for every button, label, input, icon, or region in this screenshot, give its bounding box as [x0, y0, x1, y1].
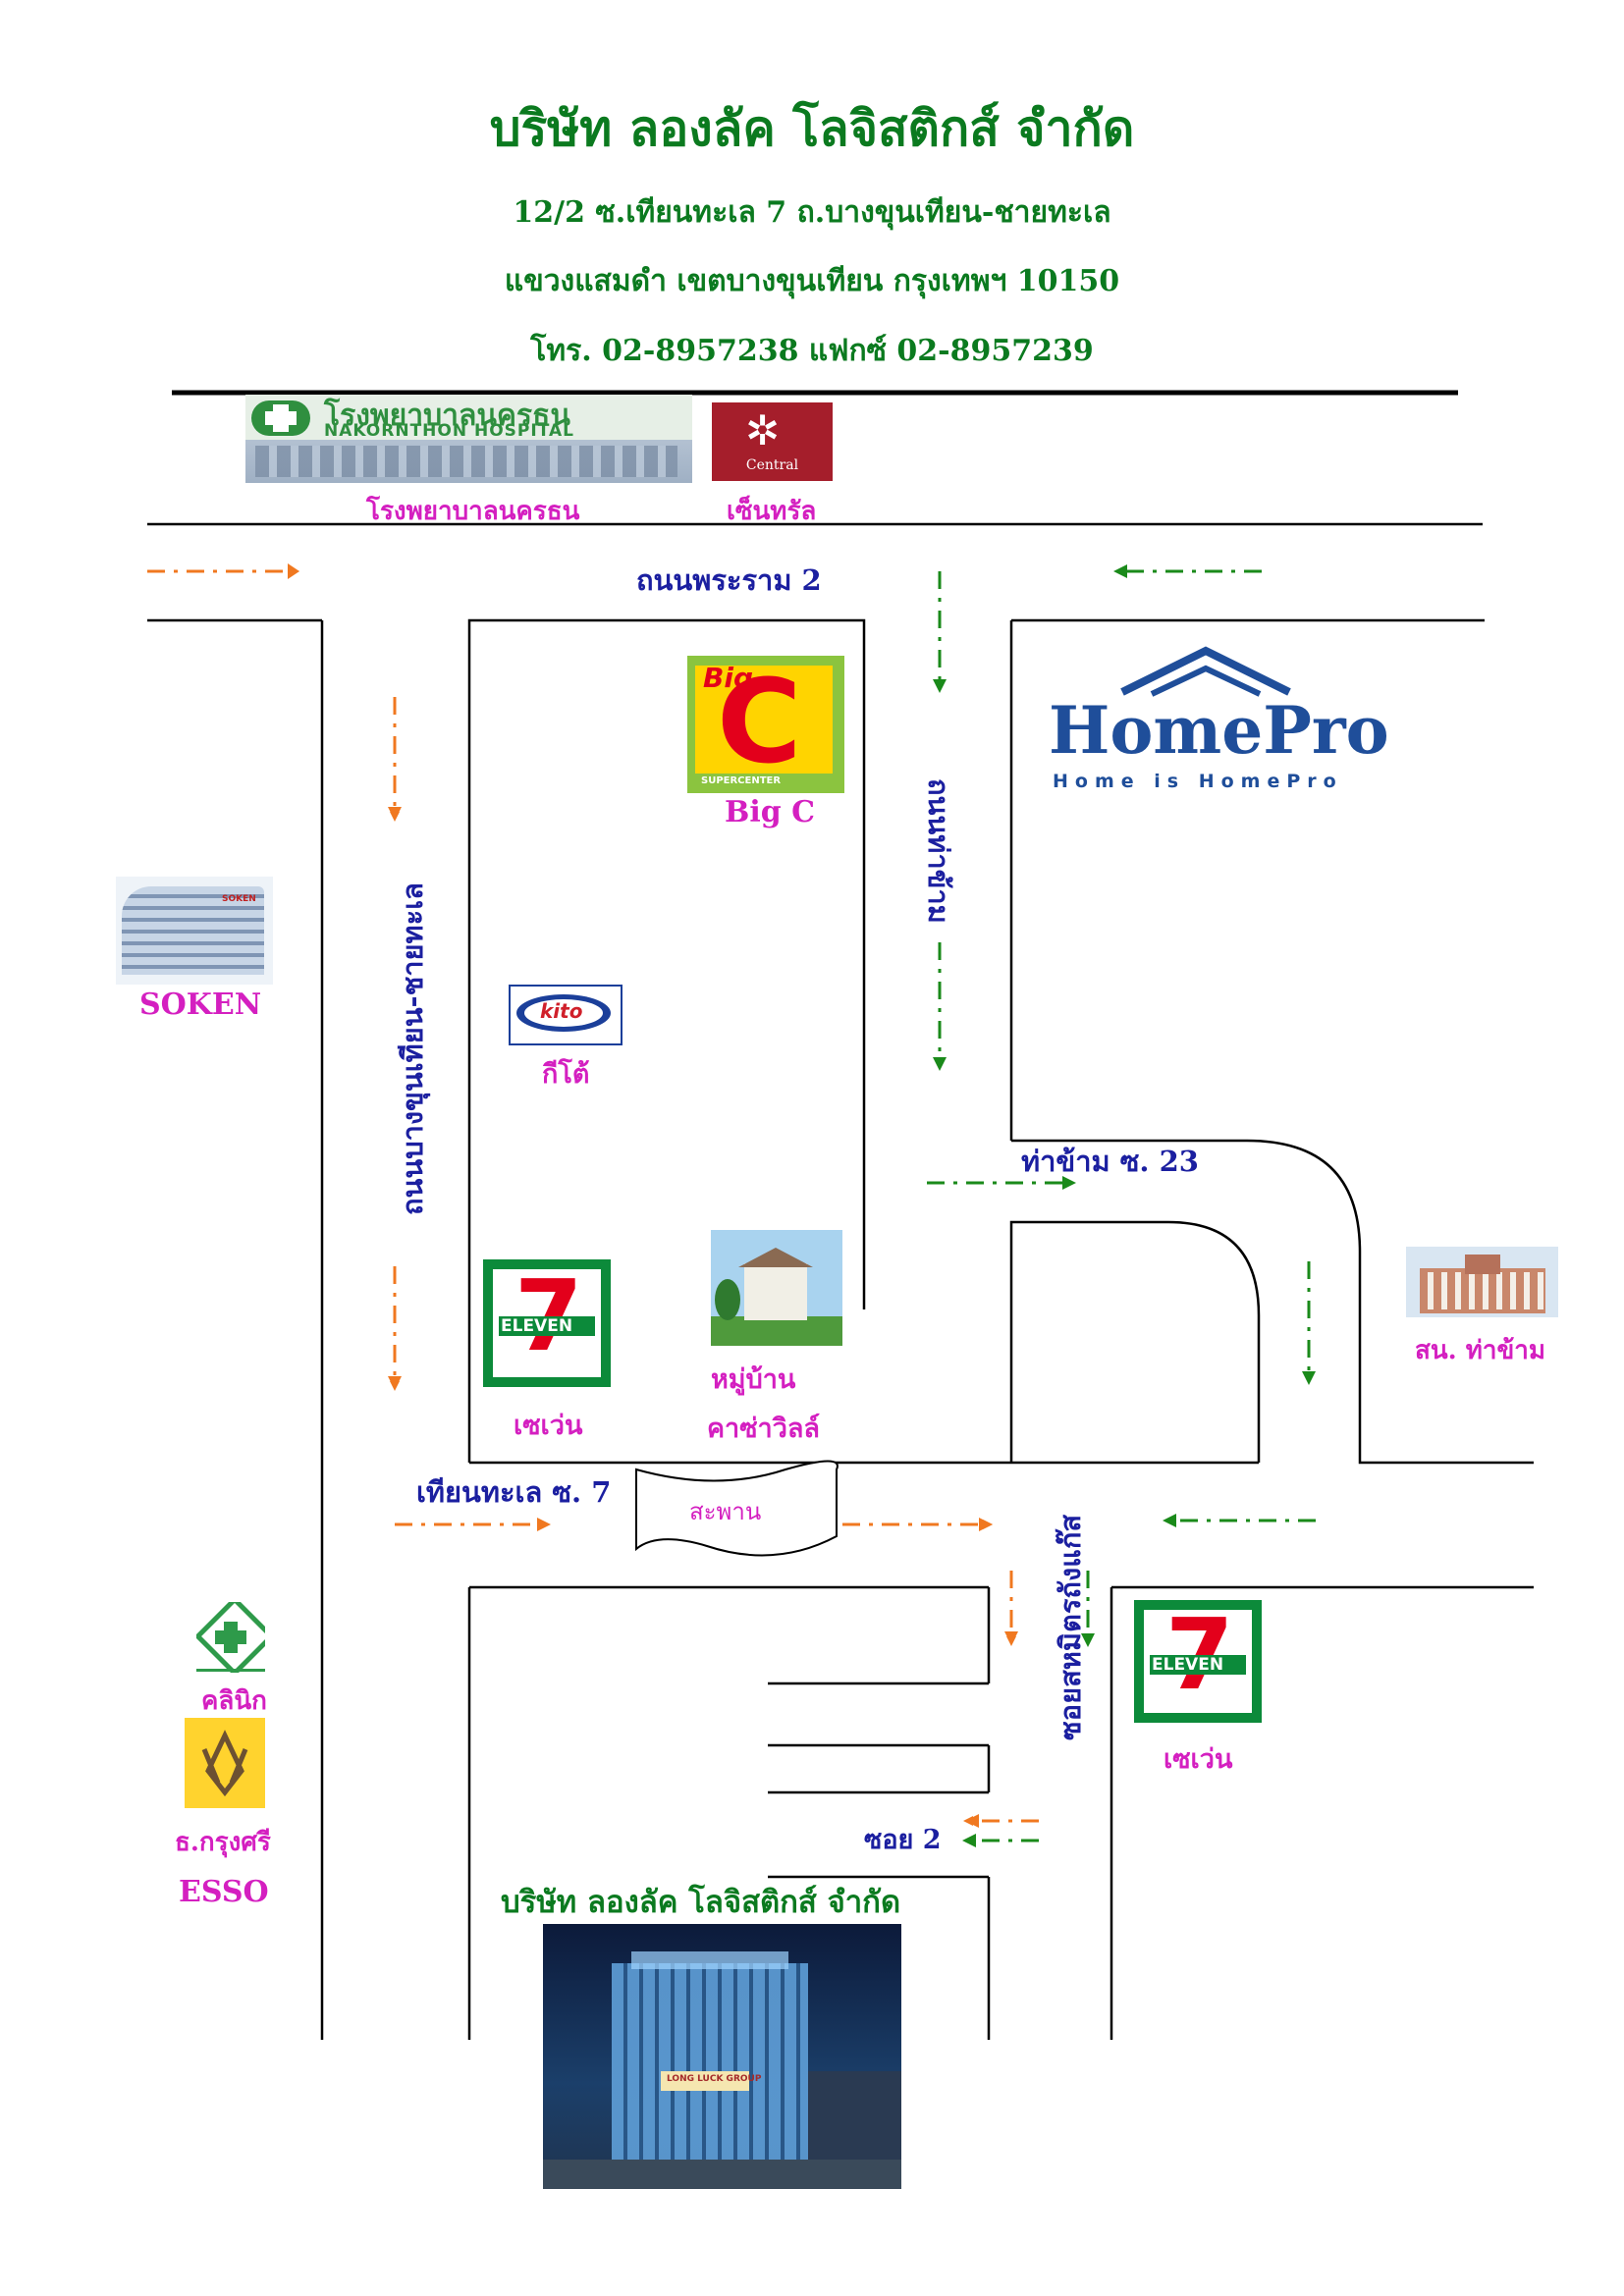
- bigc-label: Big C: [725, 795, 816, 829]
- seven-logo-text-1: ELEVEN: [501, 1316, 573, 1336]
- central-logo: ✲ Central: [712, 402, 833, 481]
- soi-sahamit-label: ซอยสหมิตรถังแก๊ส: [1054, 1514, 1087, 1740]
- bigc-logo: Big C SUPERCENTER: [687, 656, 844, 793]
- homepro-logo-text: HomePro: [1049, 692, 1389, 769]
- central-logo-text: Central: [745, 457, 799, 473]
- central-star-icon: ✲: [745, 406, 781, 454]
- seven-logo-text-2: ELEVEN: [1152, 1655, 1224, 1675]
- thakham-road-label: ถนนท่าข้าม: [922, 778, 955, 924]
- village-label-2: คาซ่าวิลล์: [707, 1414, 820, 1444]
- contact-line: โทร. 02-8957238 แฟกซ์ 02-8957239: [530, 334, 1094, 368]
- krungsri-logo: [185, 1718, 265, 1808]
- hospital-sign-th: โรงพยาบาลนครธน: [324, 399, 570, 433]
- bridge-label: สะพาน: [689, 1498, 762, 1525]
- central-label: เซ็นทรัล: [727, 497, 817, 526]
- seven-eleven-logo-1: 7 ELEVEN: [483, 1259, 611, 1387]
- hospital-sign-en: NAKORNTHON HOSPITAL: [324, 421, 574, 441]
- kito-logo-text: kito: [540, 999, 583, 1023]
- address-line-2: แขวงแสมดำ เขตบางขุนเทียน กรุงเทพฯ 10150: [504, 264, 1120, 298]
- nakornthon-hospital-label: โรงพยาบาลนครธน: [366, 497, 580, 526]
- soi2-label: ซอย 2: [864, 1825, 942, 1855]
- homepro-logo: HomePro Home is HomePro: [1029, 643, 1412, 805]
- address-line-1: 12/2 ซ.เทียนทะเล 7 ถ.บางขุนเทียน-ชายทะเล: [513, 195, 1111, 230]
- kito-label: กีโต้: [542, 1059, 590, 1090]
- soken-sign: SOKEN: [222, 894, 256, 904]
- green-route-arrows: [927, 569, 1316, 1842]
- homepro-tagline: Home is HomePro: [1053, 771, 1343, 792]
- clinic-icon: [196, 1602, 265, 1673]
- bigc-logo-c: C: [717, 656, 802, 789]
- hospital-cross-icon: [251, 400, 310, 436]
- thakham-soi23-label: ท่าข้าม ซ. 23: [1021, 1145, 1199, 1178]
- rama2-road-label: ถนนพระราม 2: [636, 563, 822, 597]
- seven-icon-2: 7: [1165, 1606, 1234, 1704]
- tientalay-soi7-label: เทียนทะเล ซ. 7: [416, 1475, 612, 1509]
- village-label-1: หมู่บ้าน: [711, 1364, 796, 1395]
- orange-route-arrows: [147, 566, 1039, 1826]
- company-building-photo: LONG LUCK GROUP: [543, 1924, 901, 2189]
- thakham-office-label: สน. ท่าข้าม: [1415, 1336, 1545, 1365]
- company-building-label: บริษัท ลองลัค โลจิสติกส์ จำกัด: [501, 1885, 901, 1920]
- seven-eleven-label-1: เซเว่น: [514, 1411, 583, 1441]
- nakornthon-hospital-photo: โรงพยาบาลนครธน NAKORNTHON HOSPITAL: [245, 395, 692, 483]
- bigc-logo-top: Big: [703, 662, 753, 694]
- clinic-label: คลินิก: [201, 1686, 267, 1716]
- homepro-roof-icon: [1120, 646, 1291, 697]
- company-title: บริษัท ลองลัค โลจิสติกส์ จำกัด: [489, 99, 1135, 157]
- road-outlines: [147, 522, 1534, 2040]
- orange-arrow-heads: [288, 563, 1018, 1828]
- seven-eleven-logo-2: 7 ELEVEN: [1134, 1600, 1262, 1723]
- building-sign: LONG LUCK GROUP: [667, 2074, 762, 2084]
- soken-building-photo: SOKEN: [116, 877, 273, 985]
- soken-label: SOKEN: [139, 988, 262, 1022]
- green-arrow-heads: [933, 564, 1316, 1847]
- esso-label: ESSO: [179, 1875, 269, 1909]
- kito-logo: kito: [509, 985, 623, 1045]
- village-house-photo: [711, 1230, 842, 1346]
- seven-icon-1: 7: [514, 1267, 583, 1365]
- thakham-office-photo: [1406, 1247, 1558, 1317]
- krungsri-icon: [201, 1730, 248, 1797]
- bigc-logo-sub: SUPERCENTER: [701, 775, 782, 786]
- bangkhuntien-road-label: ถนนบางขุนเทียน-ชายทะเล: [396, 882, 429, 1215]
- bridge-shape: [635, 1460, 839, 1557]
- seven-eleven-label-2: เซเว่น: [1164, 1744, 1233, 1775]
- krungsri-label: ธ.กรุงศรี: [175, 1828, 271, 1857]
